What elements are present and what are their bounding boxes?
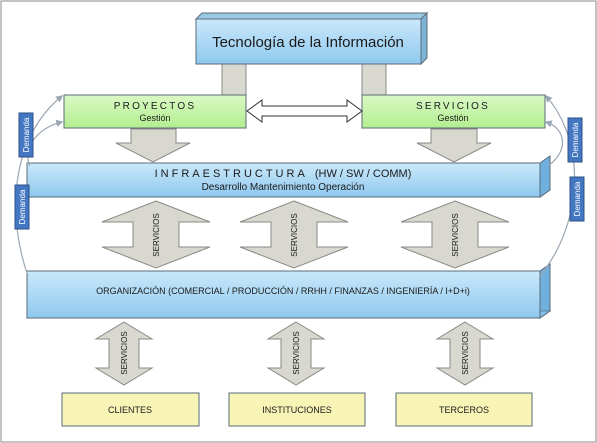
demanda-tag-left-bottom: Demanda [14, 184, 30, 230]
double-arrow-horizontal [246, 99, 363, 123]
servicios-arrow-6: SERVICIOS [435, 321, 495, 386]
servicios-arrow-4: SERVICIOS [94, 321, 154, 386]
demanda-tag-right-bottom-label: Demanda [573, 181, 582, 216]
top-box-title: Tecnología de la Información [212, 34, 404, 51]
demanda-tag-left-top-label: Demanda [22, 117, 31, 152]
demanda-tag-right-top: Demanda [567, 117, 583, 163]
demanda-tag-right-top-label: Demanda [571, 122, 580, 157]
down-arrow-right [416, 128, 492, 163]
terceros-label: TERCEROS [439, 405, 489, 415]
infraestructura-box: INFRAESTRUCTURA (HW / SW / COMM) Desarro… [25, 155, 552, 198]
proyectos-box: PROYECTOS Gestión [63, 94, 247, 129]
top-box: Tecnología de la Información [194, 11, 429, 66]
servicios-arrow-4-label: SERVICIOS [120, 331, 129, 374]
infraestructura-subtitle: Desarrollo Mantenimiento Operación [202, 182, 365, 193]
demanda-tag-left-bottom-label: Demanda [18, 189, 27, 224]
servicios-arrow-2: SERVICIOS [239, 200, 349, 269]
servicios-arrow-3: SERVICIOS [400, 200, 510, 269]
clientes-box: CLIENTES [61, 392, 200, 427]
proyectos-subtitle: Gestión [139, 113, 170, 123]
servicios-arrow-2-label: SERVICIOS [290, 213, 299, 256]
infraestructura-title-suffix: (HW / SW / COMM) [315, 168, 412, 180]
demanda-tag-right-bottom: Demanda [569, 176, 585, 222]
servicios-arrow-1-label: SERVICIOS [152, 213, 161, 256]
organizacion-label: ORGANIZACIÓN (COMERCIAL / PRODUCCIÓN / R… [96, 286, 470, 296]
down-arrow-left [115, 128, 191, 163]
infraestructura-title: INFRAESTRUCTURA (HW / SW / COMM) [155, 168, 412, 180]
servicios-arrow-6-label: SERVICIOS [461, 331, 470, 374]
proyectos-title: PROYECTOS [114, 101, 196, 112]
clientes-label: CLIENTES [108, 405, 152, 415]
demanda-tag-left-top: Demanda [18, 112, 34, 158]
servicios-arrow-1: SERVICIOS [101, 200, 211, 269]
instituciones-box: INSTITUCIONES [228, 392, 366, 427]
organizacion-box: ORGANIZACIÓN (COMERCIAL / PRODUCCIÓN / R… [25, 263, 552, 319]
demanda-curve-left-outer [15, 95, 64, 277]
servicios-arrow-5-label: SERVICIOS [292, 331, 301, 374]
demanda-curve-right-inner [544, 120, 564, 167]
pillar-right [361, 59, 387, 99]
servicios-arrow-5: SERVICIOS [266, 321, 326, 386]
servicios-gestion-subtitle: Gestión [437, 113, 468, 123]
instituciones-label: INSTITUCIONES [262, 405, 332, 415]
pillar-left [221, 59, 247, 99]
servicios-gestion-box: SERVICIOS Gestión [361, 94, 546, 129]
infraestructura-title-main: INFRAESTRUCTURA [155, 168, 308, 180]
terceros-box: TERCEROS [395, 392, 533, 427]
servicios-gestion-title: SERVICIOS [416, 101, 490, 112]
servicios-arrow-3-label: SERVICIOS [451, 213, 460, 256]
